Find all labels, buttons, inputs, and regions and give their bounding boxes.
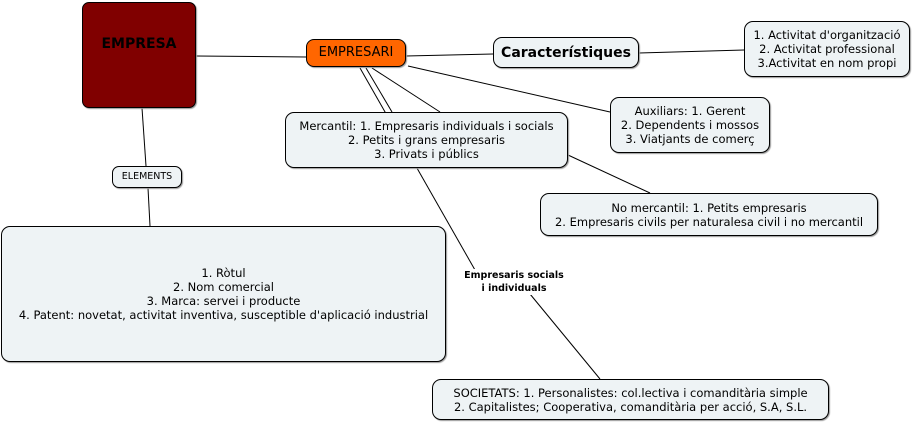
node-line: 3. Marca: servei i producte (146, 294, 301, 308)
node-label: EMPRESA (101, 36, 177, 52)
link-label-line: Empresaris socials (464, 270, 564, 281)
link-label-line: i individuals (481, 283, 547, 294)
link-empresari-mercantil (371, 67, 441, 113)
node-label: EMPRESARI (318, 45, 394, 60)
node-line: 1. Ròtul (201, 266, 246, 280)
link-empresari-societats (359, 67, 476, 271)
node-mercantil[interactable]: Mercantil: 1. Empresaris individuals i s… (285, 112, 568, 168)
node-label: ELEMENTS (121, 171, 173, 182)
node-auxiliars[interactable]: Auxiliars: 1. Gerent 2. Dependents i mos… (610, 97, 770, 153)
node-elements-list[interactable]: 1. Ròtul 2. Nom comercial 3. Marca: serv… (1, 226, 446, 362)
link-empresa-elements (141, 107, 147, 167)
node-empresari[interactable]: EMPRESARI (306, 39, 406, 67)
link-mercantil-nomercantil (567, 154, 651, 194)
node-line: 3. Privats i públics (374, 147, 479, 161)
link-empresari-caracteristiques (405, 53, 494, 57)
node-line: 2. Empresaris civils per naturalesa civi… (554, 214, 864, 229)
node-line: 3. Viatjants de comerç (625, 132, 755, 146)
link-caracteristiques-activitats (638, 49, 745, 54)
link-empresa-empresari (195, 55, 307, 58)
node-elements[interactable]: ELEMENTS (112, 166, 182, 188)
node-line: SOCIETATS: 1. Personalistes: col.lectiva… (453, 385, 808, 400)
link-empresari-auxiliars (407, 65, 611, 113)
node-line: 2. Activitat professional (759, 42, 895, 56)
node-caracteristiques[interactable]: Característiques (493, 37, 639, 68)
link-empresari-mercantil-2 (365, 67, 393, 113)
node-empresa[interactable]: EMPRESA (82, 2, 196, 108)
node-line: 2. Dependents i mossos (620, 118, 760, 132)
link-elements-list (147, 187, 151, 227)
node-line: 4. Patent: novetat, activitat inventiva,… (18, 308, 429, 322)
link-label-societats (529, 293, 601, 380)
node-line: 3.Activitat en nom propi (757, 56, 897, 70)
node-line: Auxiliars: 1. Gerent (634, 104, 746, 118)
link-label-socials-individuals: Empresaris socials i individuals (462, 269, 566, 295)
node-no-mercantil[interactable]: No mercantil: 1. Petits empresaris 2. Em… (540, 193, 878, 236)
node-line: 1. Activitat d'organització (753, 28, 901, 42)
node-line: 2. Capitalistes; Cooperativa, comanditàr… (453, 399, 808, 414)
node-line: No mercantil: 1. Petits empresaris (611, 200, 807, 215)
node-line: 2. Petits i grans empresaris (347, 133, 506, 147)
node-societats[interactable]: SOCIETATS: 1. Personalistes: col.lectiva… (432, 379, 829, 420)
node-line: Mercantil: 1. Empresaris individuals i s… (299, 119, 554, 133)
node-activitats[interactable]: 1. Activitat d'organització 2. Activitat… (744, 21, 910, 77)
node-label: Característiques (501, 44, 631, 61)
node-line: 2. Nom comercial (173, 280, 274, 294)
